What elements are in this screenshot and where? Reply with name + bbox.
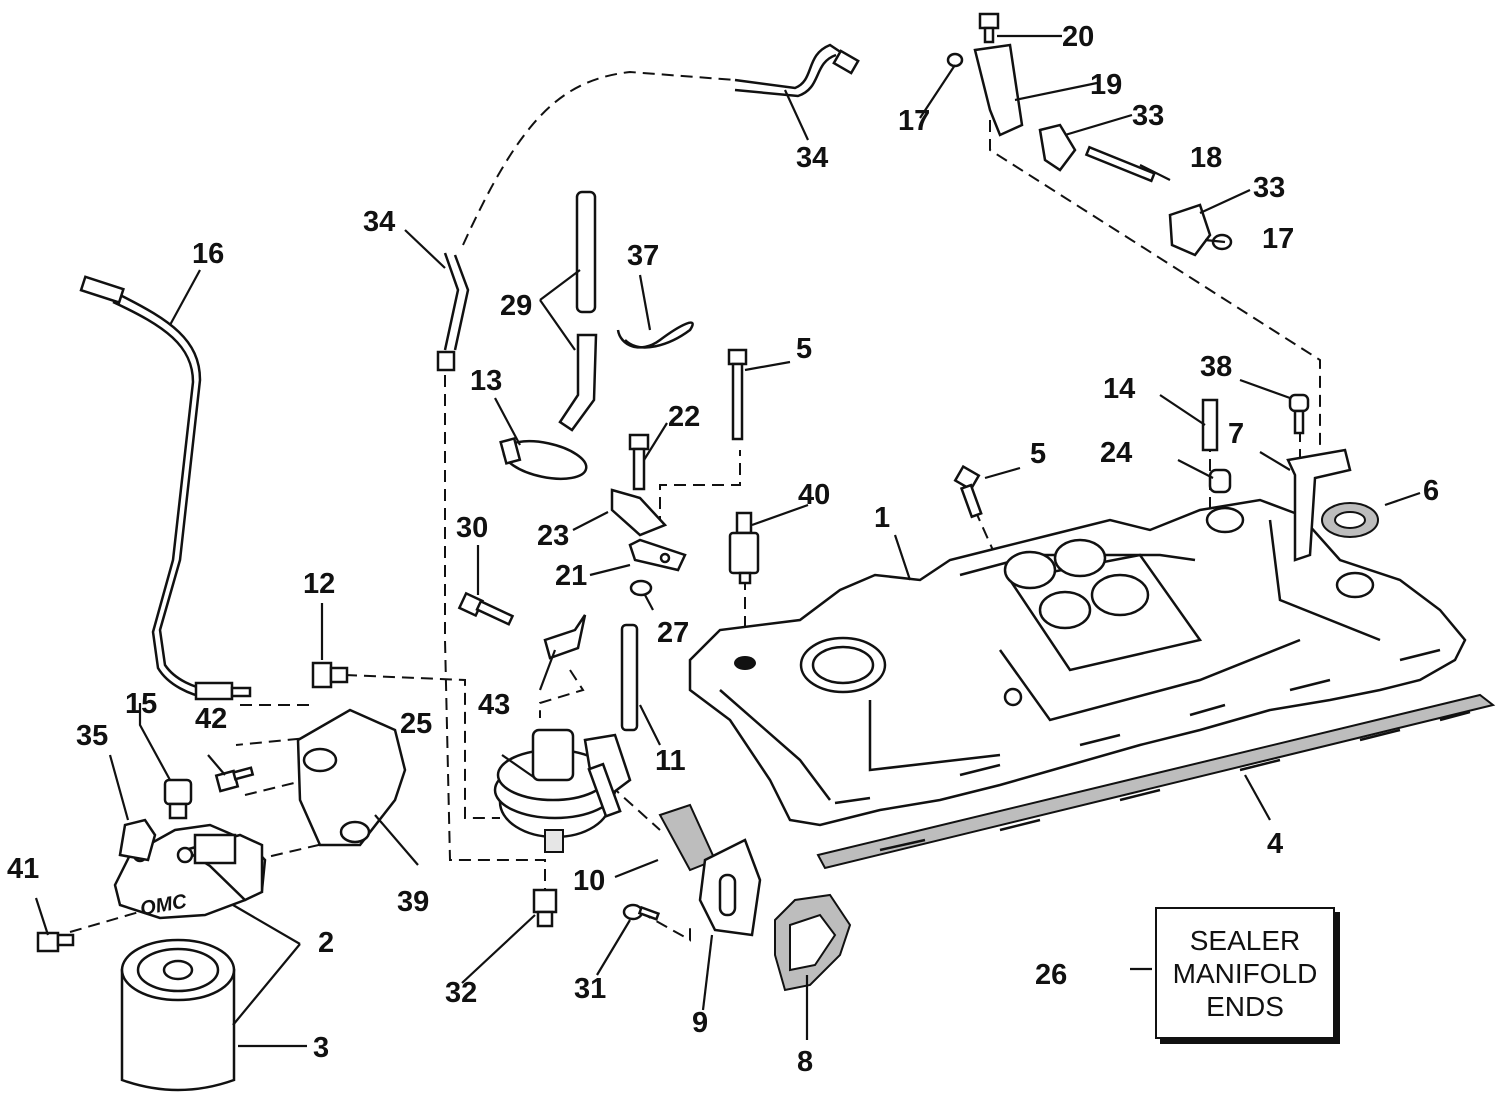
callout-43: 43 [478,689,510,721]
callout-15: 15 [125,688,157,720]
callout-32: 32 [445,977,477,1009]
callout-18: 18 [1190,142,1222,174]
bracket-23 [610,488,668,537]
callout-19: 19 [1090,69,1122,101]
callout-39: 39 [397,886,429,918]
assembly-lines [69,70,1321,942]
bolt-5-long [727,348,748,441]
callout-17-right: 17 [1262,223,1294,255]
callout-20: 20 [1062,21,1094,53]
clamp-13 [499,436,588,481]
fitting-12 [311,661,349,689]
note-line-2: MANIFOLD [1172,957,1318,989]
callout-12: 12 [303,568,335,600]
callout-38: 38 [1200,351,1232,383]
callout-35: 35 [76,720,108,752]
bracket-7 [1286,448,1352,562]
fuel-line-34 [436,43,860,372]
elbow-fitting-35 [118,818,157,862]
callout-3: 3 [313,1032,329,1064]
bolt-5-short [953,464,983,519]
hoses-29 [558,190,598,432]
callout-17-top: 17 [898,105,930,137]
callout-33-right: 33 [1253,172,1285,204]
callout-21: 21 [555,560,587,592]
callout-24: 24 [1100,437,1132,469]
bolt-31 [622,903,661,921]
callout-34-left: 34 [363,206,395,238]
callout-1: 1 [874,502,890,534]
tube-11 [620,623,639,732]
nut-24 [1208,468,1232,494]
callout-25: 25 [400,708,432,740]
fuel-line-16 [79,275,252,701]
callout-7: 7 [1228,418,1244,450]
adapter-39 [296,708,407,847]
throttle-linkage [946,12,1233,257]
callout-33-top: 33 [1132,100,1164,132]
nut-27 [629,579,653,597]
plug-15 [163,778,193,820]
fitting-32 [532,888,558,928]
callout-4: 4 [1267,828,1283,860]
callout-14: 14 [1103,373,1135,405]
sealer-note-box: SEALER MANIFOLD ENDS [1155,907,1335,1039]
plate-21 [628,538,687,572]
stud-14 [1201,398,1219,452]
bolt-42 [214,766,255,793]
callout-23: 23 [537,520,569,552]
callout-10: 10 [573,865,605,897]
fuel-pump [493,728,632,853]
bolt-22 [628,433,650,491]
callout-5-long-bolt: 5 [796,333,812,365]
note-line-1: SEALER [1189,924,1301,956]
leader-lines [34,34,1421,1048]
callout-42: 42 [195,703,227,735]
plate-9 [698,838,762,937]
callout-8: 8 [797,1046,813,1078]
stud-40 [728,511,760,585]
intake-manifold [688,498,1467,827]
callout-37: 37 [627,240,659,272]
manifold-gasket [816,693,1496,870]
callout-29: 29 [500,290,532,322]
gasket-6 [1321,502,1379,538]
callout-22: 22 [668,401,700,433]
callout-31: 31 [574,973,606,1005]
callout-26: 26 [1035,959,1067,991]
bolt-38 [1288,393,1310,435]
callout-41: 41 [7,853,39,885]
clip-37 [616,321,694,349]
bolt-30 [457,591,515,626]
note-line-3: ENDS [1206,990,1284,1022]
callout-6: 6 [1423,475,1439,507]
gasket-8 [774,893,852,992]
callout-30: 30 [456,512,488,544]
callout-11: 11 [655,745,686,777]
oil-filter [120,938,236,1092]
bolt-41 [36,931,75,953]
callout-9: 9 [692,1007,708,1039]
callout-34-right: 34 [796,142,828,174]
callout-16: 16 [192,238,224,270]
callout-5-short-bolt: 5 [1030,438,1046,470]
callout-40: 40 [798,479,830,511]
callout-27: 27 [657,617,689,649]
callout-2: 2 [318,927,334,959]
callout-13: 13 [470,365,502,397]
bracket-43 [543,614,587,660]
callout-numbers: 1 2 3 4 5 5 6 7 8 9 10 11 12 13 14 15 16… [7,21,1439,1078]
